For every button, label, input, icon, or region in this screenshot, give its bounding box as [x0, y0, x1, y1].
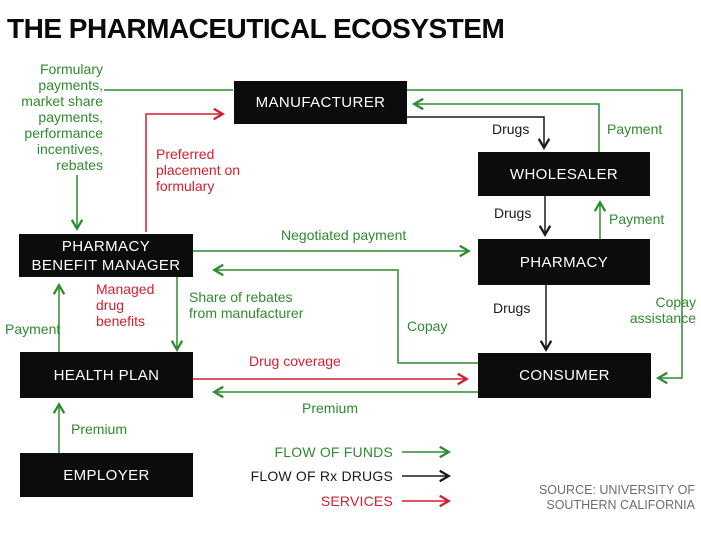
edge-label-copay-assistance: Copay assistance: [629, 294, 696, 326]
node-pharmacy-benefit-manager: PHARMACY BENEFIT MANAGER: [19, 234, 193, 277]
legend-flow-of-rx-drugs: FLOW OF Rx DRUGS: [250, 468, 393, 484]
edge-label-drugs-pharmacy-consumer: Drugs: [493, 300, 531, 316]
node-employer: EMPLOYER: [20, 453, 193, 497]
funds-arrow-consumer-to-pbm-copay: [212, 263, 478, 364]
funds-arrow-manufacturer-to-consumer-copay-assistance: [407, 89, 683, 385]
edge-label-payment-pharmacy-wholesaler: Payment: [609, 211, 665, 227]
edge-label-formulary-payments: Formulary payments, market share payment…: [21, 61, 103, 173]
source-credit-line1: SOURCE: UNIVERSITY OF: [538, 483, 695, 497]
node-consumer: CONSUMER: [478, 353, 651, 398]
edge-label-drugs-wholesaler-pharmacy: Drugs: [494, 205, 532, 221]
legend-flow-of-funds: FLOW OF FUNDS: [274, 444, 393, 460]
source-credit: SOURCE: UNIVERSITY OF SOUTHERN CALIFORNI…: [539, 483, 695, 512]
node-health-plan: HEALTH PLAN: [20, 352, 193, 398]
edge-label-share-of-rebates: Share of rebates from manufacturer: [189, 289, 304, 321]
edge-label-payment-wholesaler-manufacturer: Payment: [607, 121, 663, 137]
edge-label-copay: Copay: [407, 318, 448, 334]
funds-arrow-wholesaler-to-manufacturer-payment: [412, 97, 600, 152]
node-manufacturer: MANUFACTURER: [234, 81, 407, 124]
services-arrow-pbm-to-manufacturer-preferred-placement: [145, 107, 225, 232]
edge-label-premium-consumer: Premium: [302, 400, 359, 416]
edge-label-payment-healthplan-pbm: Payment: [5, 321, 61, 337]
edge-label-negotiated-payment: Negotiated payment: [281, 227, 407, 243]
edge-label-premium-employer: Premium: [71, 421, 128, 437]
edge-label-drugs-manufacturer-wholesaler: Drugs: [492, 121, 530, 137]
legend-services: SERVICES: [320, 493, 393, 509]
page-title: THE PHARMACEUTICAL ECOSYSTEM: [7, 13, 505, 44]
edge-label-preferred-placement: Preferred placement on formulary: [156, 146, 241, 194]
node-pharmacy: PHARMACY: [478, 239, 650, 285]
edge-label-managed-drug-benefits: Managed drug benefits: [96, 281, 155, 329]
drugs-arrow-manufacturer-to-wholesaler: [407, 116, 551, 150]
node-wholesaler: WHOLESALER: [478, 152, 650, 196]
source-credit-line2: SOUTHERN CALIFORNIA: [546, 497, 695, 512]
edge-label-drug-coverage: Drug coverage: [249, 353, 341, 369]
